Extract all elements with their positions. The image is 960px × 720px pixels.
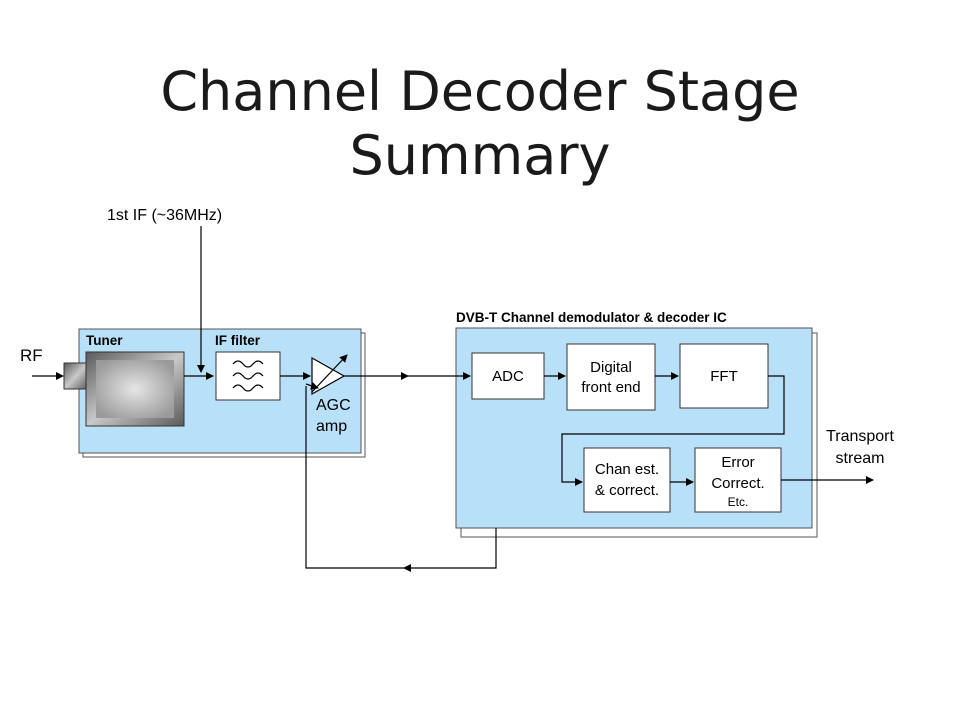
chan-est-line1: Chan est. — [595, 461, 659, 478]
transport-label-line2: stream — [836, 450, 885, 467]
digital-front-end-line2: front end — [581, 379, 640, 396]
adc-label: ADC — [492, 368, 524, 385]
if-filter-label: IF filter — [215, 333, 261, 348]
error-correct-block — [694, 447, 782, 513]
agc-label-line2: amp — [316, 418, 347, 435]
if-filter-block — [215, 351, 281, 401]
digital-front-end-line1: Digital — [590, 359, 632, 376]
transport-label-line1: Transport — [826, 428, 894, 445]
demod-ic-label: DVB-T Channel demodulator & decoder IC — [456, 310, 727, 325]
chan-est-block — [583, 447, 671, 513]
error-correct-line2: Correct. — [711, 475, 764, 492]
agc-label-line1: AGC — [316, 397, 351, 414]
title-line-2: Summary — [349, 124, 611, 187]
rf-connector-icon — [63, 362, 89, 390]
agc-amp-icon — [311, 356, 346, 396]
agc-feedback-arrow-1 — [403, 528, 497, 572]
bandpass-filter-icon — [232, 360, 264, 392]
digital-front-end-block — [566, 343, 656, 411]
error-correct-line1: Error — [721, 454, 754, 471]
error-correct-line3: Etc. — [728, 495, 749, 509]
page-title: Channel Decoder Stage Summary — [0, 60, 960, 188]
agc-feedback-line — [305, 386, 404, 569]
title-line-1: Channel Decoder Stage — [160, 60, 800, 123]
tuner-label: Tuner — [86, 333, 123, 348]
fft-to-chanest-arrow — [561, 375, 785, 486]
first-if-label: 1st IF (~36MHz) — [107, 207, 222, 224]
fft-label: FFT — [710, 368, 738, 385]
adc-block — [471, 352, 545, 400]
agc-feedback-arrowhead — [305, 381, 319, 390]
chan-est-line2: & correct. — [595, 482, 659, 499]
tuner-module-face — [96, 360, 174, 418]
rf-label: RF — [20, 346, 43, 365]
